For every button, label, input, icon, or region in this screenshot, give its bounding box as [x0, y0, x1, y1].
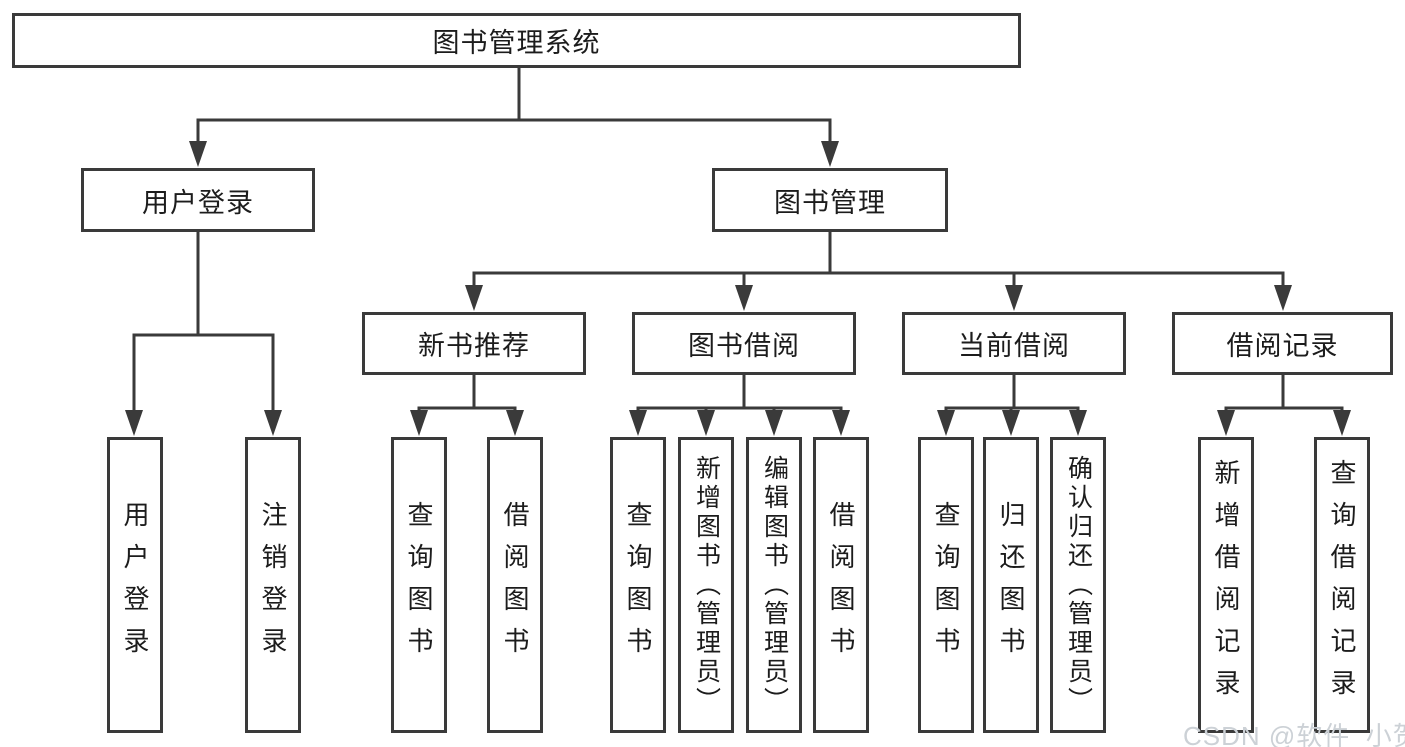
node-book-borrowing: 图书借阅 — [632, 312, 856, 375]
node-label: 新书推荐 — [418, 331, 530, 361]
node-label: 当前借阅 — [958, 331, 1070, 361]
node-label: 借阅记录 — [1226, 331, 1339, 361]
node-add-borrow-record: 新增借阅记录 — [1198, 437, 1254, 733]
node-label: 图书借阅 — [688, 331, 800, 361]
node-query-books-3: 查询图书 — [918, 437, 974, 733]
node-query-books-1: 查询图书 — [391, 437, 447, 733]
node-return-books: 归还图书 — [983, 437, 1039, 733]
node-library-management-system: 图书管理系统 — [12, 13, 1021, 68]
node-label: 查询借阅记录 — [1327, 459, 1357, 711]
node-label: 查询图书 — [931, 501, 961, 669]
node-label: 借阅图书 — [500, 501, 530, 669]
node-label: 确认归还（管理员） — [1064, 454, 1093, 716]
node-borrow-books-2: 借阅图书 — [813, 437, 869, 733]
node-add-books-admin: 新增图书（管理员） — [678, 437, 734, 733]
node-label: 图书管理系统 — [432, 28, 601, 58]
node-query-borrow-record: 查询借阅记录 — [1314, 437, 1370, 733]
node-label: 新增图书（管理员） — [692, 454, 721, 716]
node-user-login-leaf: 用户登录 — [107, 437, 163, 733]
node-new-book-recommend: 新书推荐 — [362, 312, 586, 375]
node-label: 查询图书 — [404, 501, 434, 669]
node-current-borrowing: 当前借阅 — [902, 312, 1126, 375]
node-label: 图书管理 — [774, 187, 886, 218]
arrowheads — [125, 141, 1351, 436]
node-label: 归还图书 — [996, 501, 1026, 669]
node-label: 查询图书 — [623, 501, 653, 669]
csdn-watermark: CSDN @软件_小贺同学 — [1183, 721, 1405, 747]
node-book-management: 图书管理 — [712, 168, 948, 232]
node-label: 用户登录 — [142, 187, 254, 218]
node-borrow-records: 借阅记录 — [1172, 312, 1393, 375]
node-label: 编辑图书（管理员） — [760, 454, 789, 716]
node-label: 借阅图书 — [826, 501, 856, 669]
node-borrow-books-1: 借阅图书 — [487, 437, 543, 733]
node-label: 用户登录 — [120, 501, 150, 669]
node-query-books-2: 查询图书 — [610, 437, 666, 733]
node-user-login: 用户登录 — [81, 168, 315, 232]
node-edit-books-admin: 编辑图书（管理员） — [746, 437, 802, 733]
node-logout: 注销登录 — [245, 437, 301, 733]
node-confirm-return-admin: 确认归还（管理员） — [1050, 437, 1106, 733]
node-label: 新增借阅记录 — [1211, 459, 1241, 711]
node-label: 注销登录 — [258, 501, 288, 669]
